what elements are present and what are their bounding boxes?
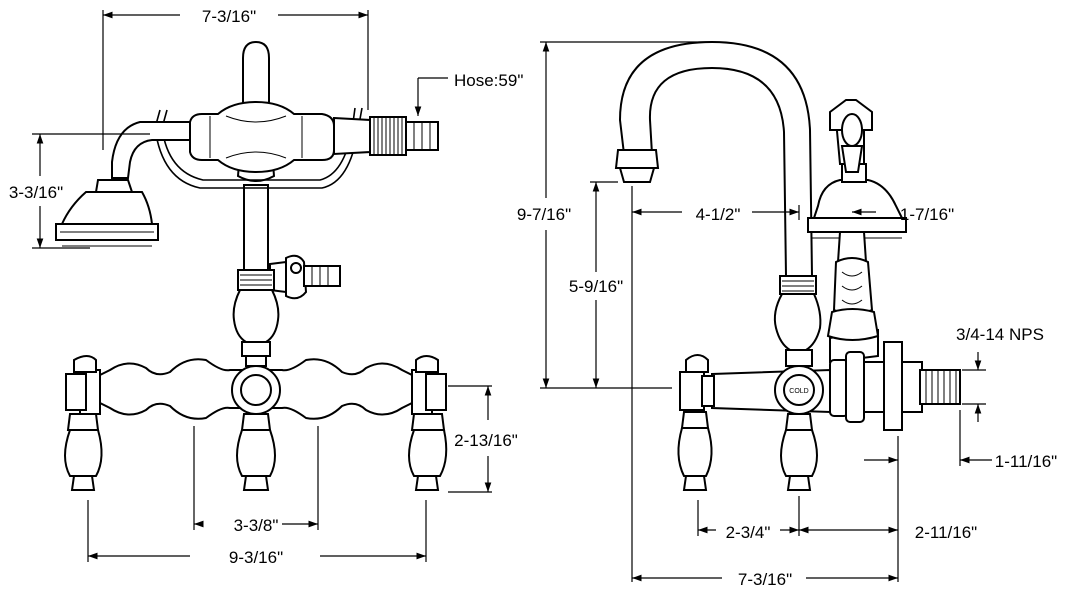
dim-cradle-offset: 1-7/16": [900, 205, 954, 224]
front-center-handle: [236, 413, 276, 491]
dim-overall-depth: 7-3/16": [738, 570, 792, 589]
side-view: COLD: [517, 40, 1057, 589]
dim-shank-length: 1-11/16": [995, 452, 1057, 471]
dim-overall-width: 9-3/16": [229, 548, 283, 567]
dim-spout-height: 9-7/16": [517, 205, 571, 224]
dim-spout-clearance: 5-9/16": [569, 277, 623, 296]
hose-thread-lines: [373, 117, 403, 155]
dim-body-offset: 2-3/4": [726, 523, 771, 542]
front-view: 7-3/16" Hose:59" 3-3/16" 2-13/16" 3-3/8"…: [9, 7, 523, 567]
dim-hose-length: Hose:59": [454, 71, 523, 90]
side-left-handle: [677, 354, 715, 491]
dim-inlet-centers: 3-3/8": [234, 516, 279, 535]
dim-handshower-height: 3-3/16": [9, 183, 63, 202]
front-right-handle: [408, 355, 448, 491]
dim-wall-offset: 2-11/16": [915, 523, 977, 542]
dim-inlet-thread: 3/4-14 NPS: [956, 325, 1044, 344]
inlet-thread-lines: [925, 370, 957, 404]
cold-marking: COLD: [789, 388, 808, 395]
front-left-handle: [64, 355, 103, 491]
dim-top-width-front: 7-3/16": [202, 7, 256, 26]
dim-spout-reach: 4-1/2": [696, 205, 741, 224]
dim-handle-drop: 2-13/16": [454, 431, 518, 450]
side-center-handle: [780, 413, 818, 491]
